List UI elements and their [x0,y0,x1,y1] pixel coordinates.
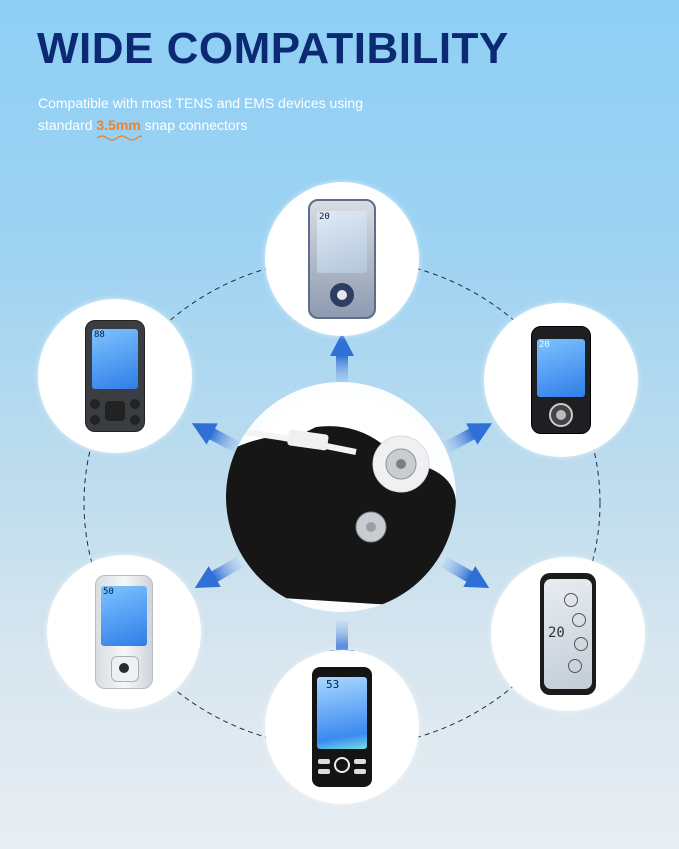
arrow-lower-right-icon [441,556,490,588]
subtitle: Compatible with most TENS and EMS device… [38,92,363,141]
device-circle-upper-right: 20 [484,303,638,457]
page-title: WIDE COMPATIBILITY [37,24,509,73]
wavy-underline-icon [97,135,143,141]
tens-device-icon: 20 [308,199,376,319]
device-circle-top: 20 [265,182,419,336]
arrow-up-icon [330,333,354,385]
arrow-upper-left-icon [191,423,241,453]
device-circle-lower-right: 20 [491,557,645,711]
tens-device-icon: 53 [312,667,372,787]
subtitle-line-2: standard 3.5mm snap connectors [38,114,363,141]
subtitle-line-1: Compatible with most TENS and EMS device… [38,95,363,111]
smartphone-app-icon: 20 [540,573,596,695]
electrode-pad-icon [226,426,456,605]
dashed-ring [83,257,601,749]
arrow-lower-left-icon [194,556,243,589]
connector-size-highlight: 3.5mm [96,117,143,141]
arrow-upper-right-icon [443,423,493,453]
device-circle-bottom: 53 [265,650,419,804]
electrode-pad-circle [226,382,456,612]
tens-device-icon: 88 [85,320,145,432]
device-circle-lower-left: 50 [47,555,201,709]
device-circle-upper-left: 88 [38,299,192,453]
tens-device-icon: 20 [531,326,591,434]
tens-device-icon: 50 [95,575,153,689]
